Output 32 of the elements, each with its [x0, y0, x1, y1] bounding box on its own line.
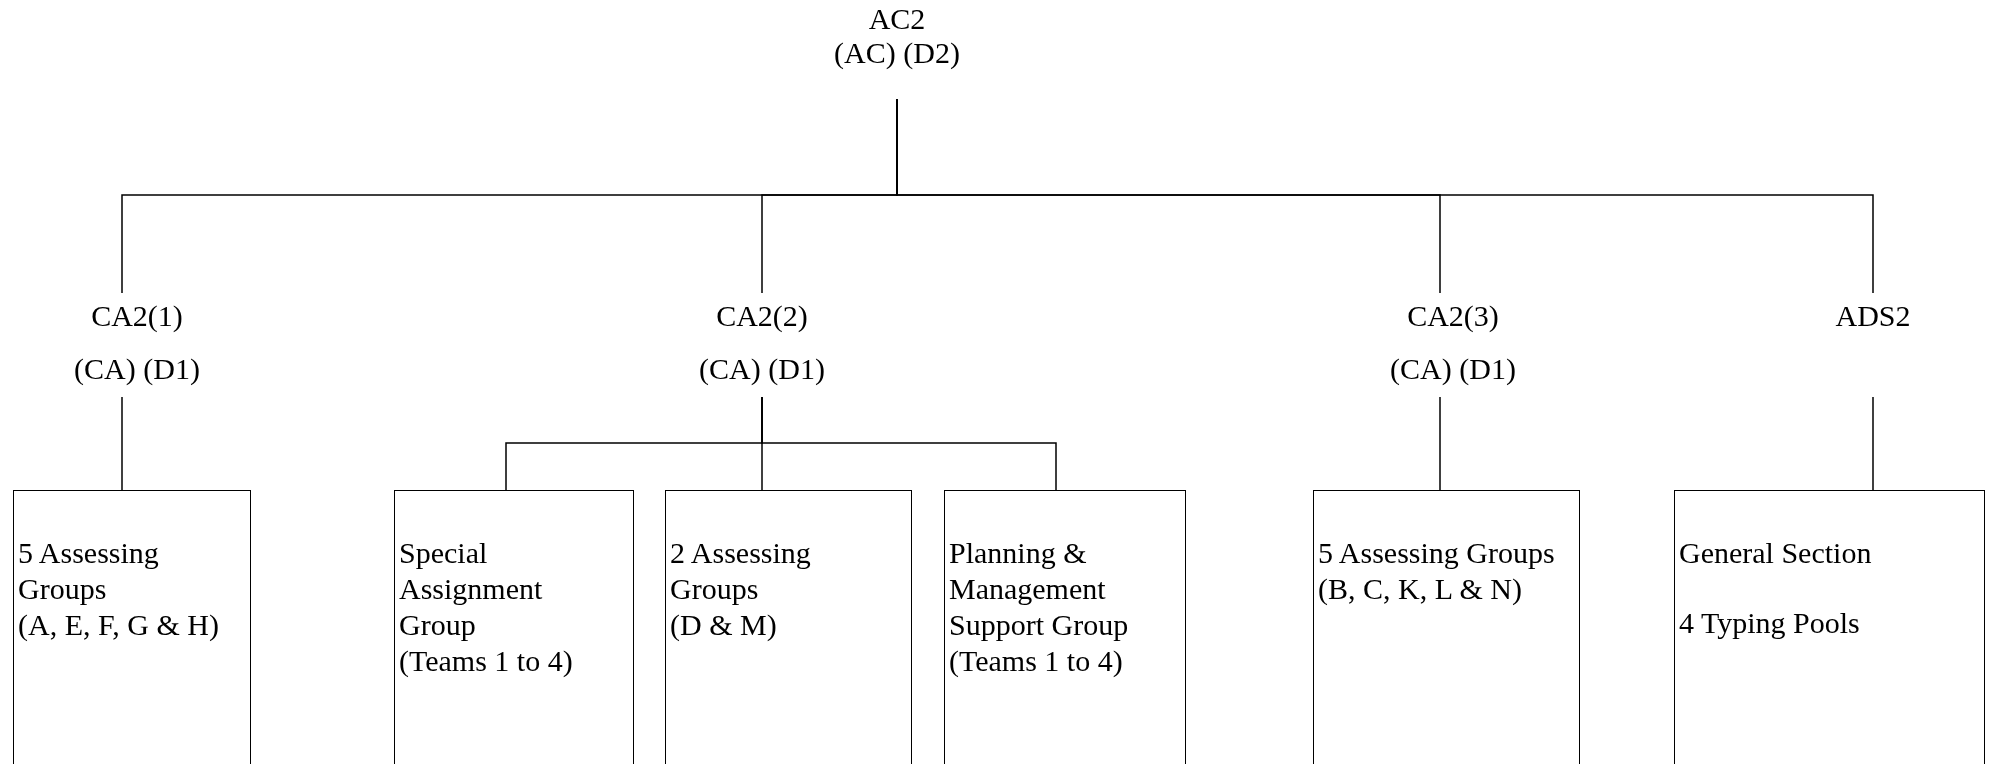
node-text: 5 Assessing Groups	[1318, 535, 1556, 571]
unit-box	[1313, 490, 1580, 764]
node-text: (Teams 1 to 4)	[949, 643, 1124, 679]
node-text: CA2(2)	[715, 298, 809, 334]
connector-line	[896, 98, 1874, 294]
node-text: (D & M)	[670, 607, 778, 643]
node-text: (B, C, K, L & N)	[1318, 571, 1523, 607]
node-text: 2 Assessing Groups	[670, 535, 812, 607]
connector-line	[1439, 396, 1441, 491]
node-text: Special Assignment Group	[399, 535, 544, 643]
node-text: (A, E, F, G & H)	[18, 607, 220, 643]
node-text: (Teams 1 to 4)	[399, 643, 574, 679]
node-text: (CA) (D1)	[1389, 351, 1517, 387]
node-text: ADS2	[1834, 298, 1912, 334]
node-text: (CA) (D1)	[698, 351, 826, 387]
connector-line	[761, 396, 1057, 491]
node-text: 5 Assessing Groups	[18, 535, 160, 607]
node-text: Planning & Management Support Group	[949, 535, 1130, 643]
connector-line	[1872, 396, 1874, 491]
node-text: General Section	[1679, 535, 1873, 571]
connector-line	[121, 396, 123, 491]
unit-box	[665, 490, 912, 764]
node-text: (AC) (D2)	[833, 36, 961, 70]
node-text: CA2(3)	[1406, 298, 1500, 334]
node-text: CA2(1)	[90, 298, 184, 334]
unit-box	[944, 490, 1186, 764]
unit-box	[13, 490, 251, 764]
unit-box	[1674, 490, 1985, 764]
node-text: AC2	[867, 2, 927, 36]
node-text: (CA) (D1)	[73, 351, 201, 387]
unit-box	[394, 490, 634, 764]
node-text: 4 Typing Pools	[1679, 605, 1861, 641]
